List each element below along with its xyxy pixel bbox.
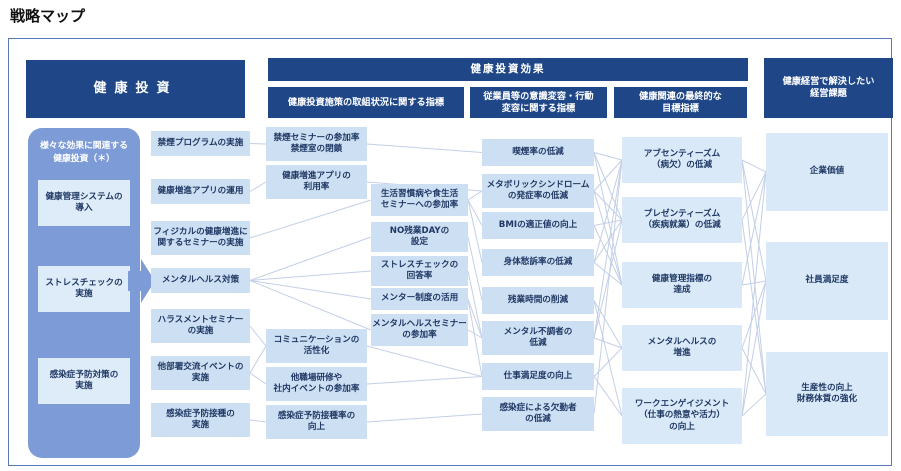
node-mental-health-promotion: メンタルヘルスの 増進 — [622, 325, 742, 371]
related-investment-panel: 様々な効果に関連する 健康投資（＊） 健康管理システムの 導入 ストレスチェック… — [28, 128, 140, 458]
node-work-engagement-improvement: ワークエンゲイジメント （仕事の熱意や活力） の向上 — [622, 388, 742, 444]
node-lifestyle-seminar-participation: 生活習慣病や食生活 セミナーへの参加率 — [371, 184, 468, 216]
node-cross-department-event: 他部署交流イベントの 実施 — [151, 356, 250, 390]
header-management-issues: 健康経営で解決したい 経営課題 — [764, 58, 893, 118]
page-title: 戦略マップ — [10, 7, 86, 25]
node-employee-satisfaction: 社員満足度 — [766, 242, 888, 320]
node-communication-activation: コミュニケーションの 活性化 — [266, 329, 367, 363]
header-process-indicators: 健康投資施策の取組状況に関する指標 — [268, 87, 464, 118]
node-health-app-usage-rate: 健康増進アプリの 利用率 — [266, 165, 367, 199]
header-health-investment: 健康投資 — [26, 60, 245, 118]
node-stress-check: ストレスチェックの 実施 — [38, 266, 130, 312]
node-health-management-system: 健康管理システムの 導入 — [38, 180, 130, 226]
node-infection-prevention-measures: 感染症予防対策の 実施 — [38, 358, 130, 404]
header-final-indicators: 健康関連の最終的な 目標指標 — [614, 87, 747, 118]
node-mentor-system: メンター制度の活用 — [371, 288, 468, 310]
node-job-satisfaction-improvement: 仕事満足度の向上 — [482, 363, 594, 390]
node-no-overtime-day: NO残業DAYの 設定 — [371, 222, 468, 252]
related-investment-panel-title: 様々な効果に関連する 健康投資（＊） — [40, 141, 128, 165]
node-physical-health-seminar: フィジカルの健康増進に 関するセミナーの実施 — [151, 221, 250, 255]
header-awareness-indicators: 従業員等の意識変容・行動 変容に関する指標 — [470, 87, 607, 118]
node-workplace-training-participation: 他職場研修や 社内イベントの参加率 — [266, 367, 367, 401]
node-stress-check-response-rate: ストレスチェックの 回答率 — [371, 256, 468, 286]
node-productivity-financial-strength: 生産性の向上 財務体質の強化 — [766, 352, 888, 436]
node-overtime-reduction: 残業時間の削減 — [482, 287, 594, 314]
node-presenteeism-reduction: プレゼンティーズム （疾病就業）の低減 — [622, 197, 742, 243]
node-absenteeism-reduction: アブセンティーズム （病欠）の低減 — [622, 137, 742, 183]
node-mental-disorder-reduction: メンタル不調者の 低減 — [482, 321, 594, 355]
node-vaccination-rate-improvement: 感染症予防接種率の 向上 — [266, 405, 367, 439]
node-corporate-value: 企業価値 — [766, 133, 888, 211]
node-health-indicator-achievement: 健康管理指標の 達成 — [622, 262, 742, 308]
node-mental-health-seminar-participation: メンタルヘルスセミナー の参加率 — [371, 314, 468, 346]
node-smoking-rate-reduction: 喫煙率の低減 — [482, 139, 594, 166]
node-bmi-improvement: BMIの適正値の向上 — [482, 212, 594, 239]
node-vaccination-implementation: 感染症予防接種の 実施 — [151, 403, 250, 437]
node-smoking-cessation-program: 禁煙プログラムの実施 — [151, 131, 250, 156]
node-metabolic-syndrome-reduction: メタボリックシンドローム の発症率の低減 — [482, 174, 594, 208]
node-harassment-seminar: ハラスメントセミナー の実施 — [151, 309, 250, 343]
node-physical-complaints-reduction: 身体愁訴率の低減 — [482, 249, 594, 276]
node-smoking-seminar-participation: 禁煙セミナーの参加率 禁煙室の閉鎖 — [266, 127, 367, 161]
node-health-app-operation: 健康増進アプリの運用 — [151, 179, 250, 204]
node-mental-health-measures: メンタルヘルス対策 — [151, 268, 250, 293]
header-investment-effect: 健康投資効果 — [268, 58, 748, 81]
node-infection-absence-reduction: 感染症による欠勤者 の低減 — [482, 397, 594, 431]
